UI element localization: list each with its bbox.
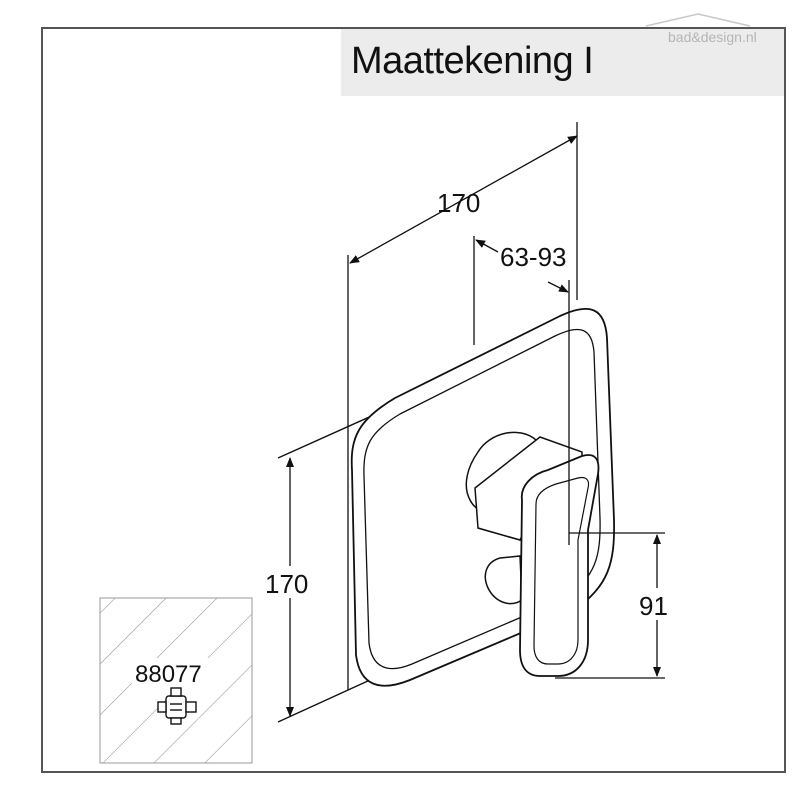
dimension-depth-label: 63-93 <box>500 242 567 272</box>
dimension-height-left-label: 170 <box>265 569 308 599</box>
dimension-handle-height-label: 91 <box>639 591 668 621</box>
dimension-width-top <box>347 122 578 690</box>
drawing-frame <box>41 27 786 773</box>
dimension-handle-height-mask <box>636 588 680 620</box>
inset-panel: 88077 <box>99 597 253 764</box>
dimension-height-left-mask <box>262 566 320 598</box>
inset-part-number: 88077 <box>135 661 202 688</box>
valve-body-icon <box>157 687 197 725</box>
title-band <box>341 29 784 96</box>
dimension-depth <box>473 236 570 545</box>
dimension-width-top-label: 170 <box>437 188 480 218</box>
watermark-logo: bad&design.nl <box>645 13 757 45</box>
watermark-text: bad&design.nl <box>668 29 757 45</box>
drawing-title: Maattekening I <box>351 40 594 82</box>
mixer-handle <box>465 431 600 677</box>
